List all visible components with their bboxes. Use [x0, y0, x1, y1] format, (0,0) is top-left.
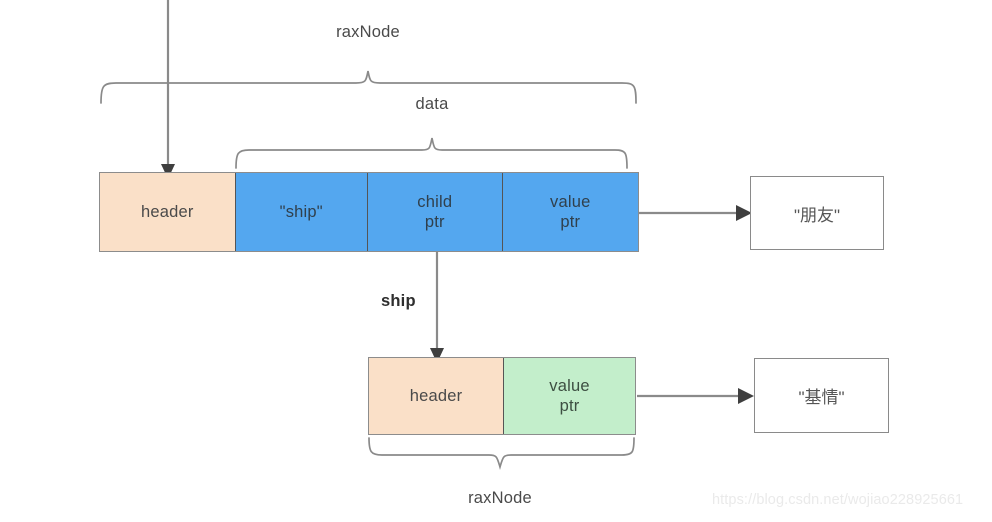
label-ship-edge: ship — [381, 292, 416, 310]
parent-ship-label: "ship" — [279, 202, 323, 221]
brace-raxnode-top — [100, 70, 637, 104]
parent-child-ptr-label-line2: ptr — [424, 213, 445, 231]
label-raxnode-top: raxNode — [336, 23, 400, 41]
parent-value-ptr-label-line1: value — [550, 192, 591, 211]
child-value-ptr-label-line1: value — [549, 376, 590, 395]
child-cell-header: header — [369, 358, 503, 434]
brace-data — [235, 137, 628, 169]
value-box-jiqing: "基情" — [754, 358, 889, 433]
incoming-arrow — [161, 0, 175, 179]
brace-raxnode-bottom — [368, 437, 635, 470]
value-box-pengyou: "朋友" — [750, 176, 884, 250]
parent-cell-header: header — [100, 173, 235, 251]
parent-cell-child-ptr: child ptr — [367, 173, 502, 251]
parent-raxnode: header "ship" child ptr value ptr — [99, 172, 639, 252]
parent-cell-ship: "ship" — [234, 173, 368, 251]
label-raxnode-bottom: raxNode — [468, 489, 532, 507]
parent-value-ptr-label-line2: ptr — [560, 213, 581, 231]
value-box-jiqing-label: "基情" — [798, 388, 845, 407]
arrow-child-ptr-to-node — [430, 252, 444, 363]
parent-header-label: header — [140, 202, 194, 221]
child-raxnode: header value ptr — [368, 357, 636, 435]
parent-child-ptr-label-line1: child — [417, 192, 453, 211]
child-cell-value-ptr: value ptr — [502, 358, 635, 434]
label-data: data — [415, 95, 449, 113]
child-value-ptr-label-line2: ptr — [559, 397, 580, 415]
watermark: https://blog.csdn.net/wojiao228925661 — [712, 492, 964, 508]
parent-cell-value-ptr: value ptr — [501, 173, 639, 251]
arrow-parent-value-to-box — [639, 205, 752, 221]
child-header-label: header — [409, 386, 463, 405]
arrow-child-value-to-box — [637, 388, 754, 404]
value-box-pengyou-label: "朋友" — [793, 205, 841, 225]
